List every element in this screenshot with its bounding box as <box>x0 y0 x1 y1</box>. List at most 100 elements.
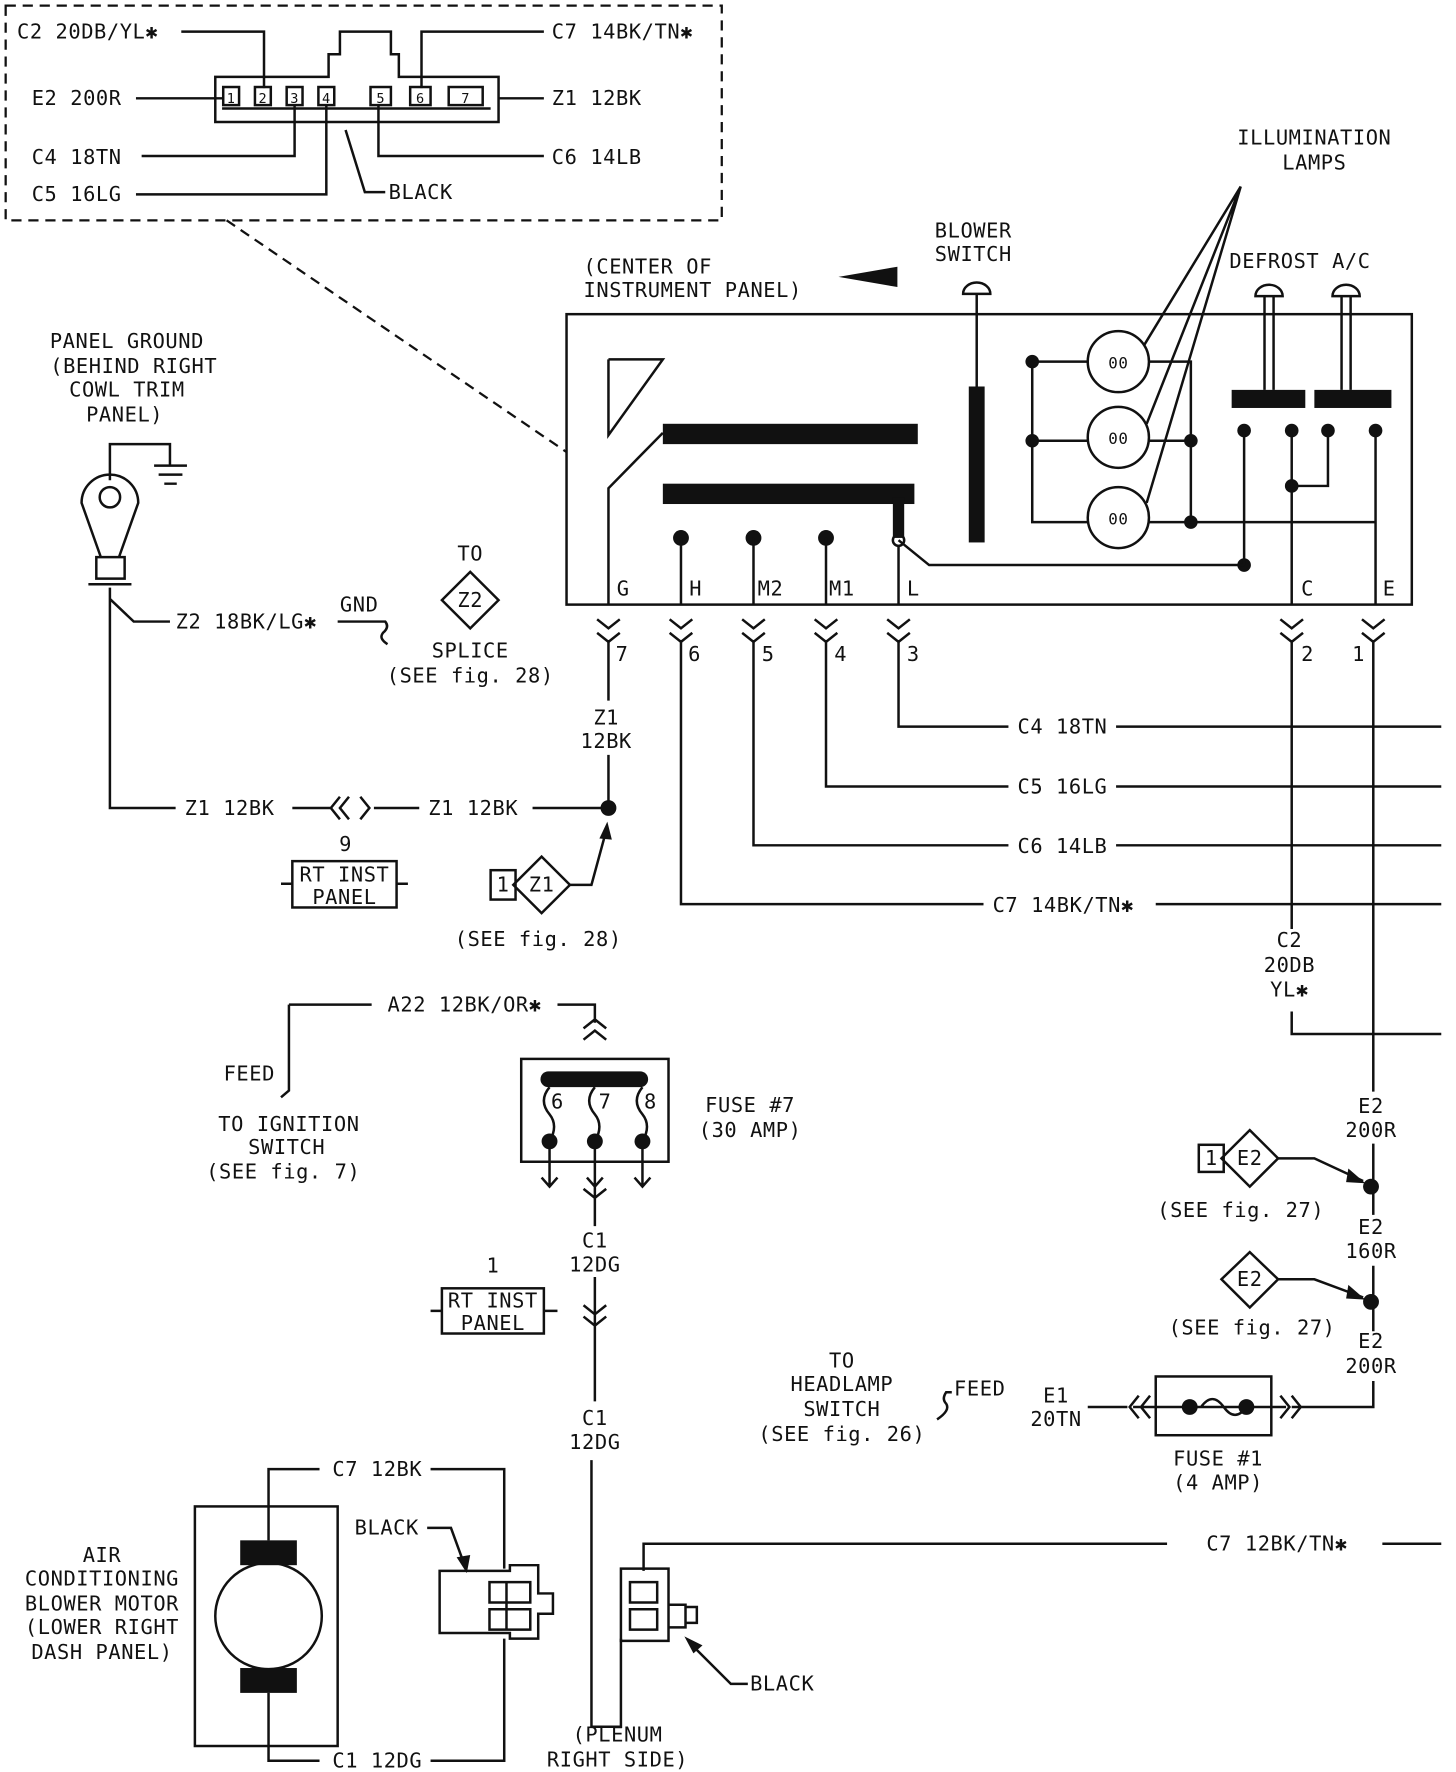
ignition-feed: FEED <box>224 1061 275 1085</box>
terminal-m1: M1 <box>829 577 855 601</box>
wire-a22: A22 12BK/OR✱ <box>388 992 542 1016</box>
motor-label: CONDITIONING <box>25 1567 179 1591</box>
lamp-filament: 00 <box>1108 429 1128 448</box>
connector-body <box>214 30 500 124</box>
z1-ref-num: 1 <box>497 873 510 897</box>
wire-c7: C7 14BK/TN✱ <box>993 893 1134 917</box>
panel-location-2: INSTRUMENT PANEL) <box>584 278 802 302</box>
plenum-label: (PLENUM <box>573 1723 663 1747</box>
ref-see: (SEE fig. 27) <box>1157 1198 1324 1222</box>
fuse-7: A22 12BK/OR✱ FEED TO IGNITION SWITCH (SE… <box>206 992 801 1453</box>
e2-reference-1: 1 E2 (SEE fig. 27) <box>1157 1128 1366 1222</box>
ac-bar <box>1314 389 1392 408</box>
wire-z2: Z2 18BK/LG✱ <box>176 609 317 633</box>
wire-e2-a-1: E2 <box>1358 1094 1384 1118</box>
blower-motor: AIR CONDITIONING BLOWER MOTOR (LOWER RIG… <box>25 1457 555 1772</box>
wire-c4: C4 18TN <box>1018 714 1108 738</box>
illumination-arrows <box>1143 185 1242 504</box>
inset-leader <box>225 219 568 453</box>
splice-dot <box>1363 1178 1379 1195</box>
splice-see: (SEE fig. 28) <box>387 664 554 688</box>
ignition-label: (SEE fig. 7) <box>206 1160 360 1184</box>
illumination-lamps: 00 00 00 <box>1086 329 1151 550</box>
wire-e1-2: 20TN <box>1030 1407 1081 1431</box>
ground-eyelet-icon <box>80 473 140 580</box>
headlamp-feed: FEED <box>954 1377 1005 1401</box>
z1-ref-id: Z1 <box>529 873 555 897</box>
cavity-7: 7 <box>616 642 629 666</box>
inset-wire-z1: Z1 12BK <box>552 86 642 110</box>
illumination-label-2: LAMPS <box>1282 151 1346 175</box>
ground-label: PANEL GROUND <box>50 329 204 353</box>
ref-id: E2 <box>1237 1267 1263 1291</box>
wire-c7-bottom: C7 12BK/TN✱ <box>1206 1532 1347 1556</box>
headlamp-label: (SEE fig. 26) <box>758 1422 925 1446</box>
defrost-bar <box>1231 389 1306 408</box>
lamp-filament: 00 <box>1108 509 1128 528</box>
cavity-connectors: 7 6 5 4 3 2 1 <box>596 618 1386 666</box>
terminal-g: G <box>617 577 630 601</box>
inset-wire-c2: C2 20DB/YL✱ <box>17 19 158 43</box>
wire-e2-b-1: E2 <box>1358 1215 1384 1239</box>
defrost-ac-label: DEFROST A/C <box>1229 249 1370 273</box>
wire-c1-a: C1 <box>582 1229 608 1253</box>
motor-label: DASH PANEL) <box>31 1640 172 1664</box>
terminal-h: H <box>689 577 702 601</box>
wire-c2-3: YL✱ <box>1270 978 1309 1002</box>
panel-location-1: (CENTER OF <box>584 255 712 279</box>
rt-inst-panel-label: RT INST <box>300 863 390 887</box>
blower-switch-panel: (CENTER OF INSTRUMENT PANEL) BLOWER SWIT… <box>565 126 1414 666</box>
terminal-c: C <box>1301 577 1314 601</box>
ground-label: PANEL) <box>86 403 163 427</box>
fuse7-cavity: 6 <box>551 1090 564 1114</box>
inset-border <box>4 4 723 222</box>
fuse1-rating: (4 AMP) <box>1173 1470 1263 1494</box>
plenum-label: RIGHT SIDE) <box>547 1747 688 1771</box>
rt-inst-panel-label: PANEL <box>312 885 376 909</box>
motor-label: (LOWER RIGHT <box>25 1615 179 1639</box>
ground-label: COWL TRIM <box>69 378 185 402</box>
inset-wire-c6: C6 14LB <box>552 145 642 169</box>
rt-inst-panel-1-num: 1 <box>486 1254 499 1278</box>
direction-arrow-icon <box>838 266 898 288</box>
fuse7-cavity: 8 <box>644 1090 657 1114</box>
terminal-e: E <box>1383 577 1396 601</box>
lamp-icon <box>1086 405 1151 470</box>
motor-connector-label: BLACK <box>355 1516 419 1540</box>
cavity-3: 3 <box>907 642 920 666</box>
wire-c1-motor: C1 12DG <box>332 1749 422 1772</box>
inset-wire-c7: C7 14BK/TN✱ <box>552 19 693 43</box>
wire-e1-1: E1 <box>1043 1383 1069 1407</box>
wire-c1-b: C1 <box>582 1406 608 1430</box>
panel-outline <box>565 312 1414 606</box>
pin-2: 2 <box>259 91 268 107</box>
illumination-label-1: ILLUMINATION <box>1237 126 1391 150</box>
e2-reference-2: E2 (SEE fig. 27) <box>1169 1250 1366 1340</box>
pin-6: 6 <box>416 91 425 107</box>
pin-5: 5 <box>376 91 385 107</box>
switch-contact-bar <box>662 423 918 445</box>
fuse-1: FUSE #1 (4 AMP) E1 20TN FEED TO HEADLAMP… <box>758 1348 1303 1494</box>
plenum-connector-label: BLACK <box>750 1672 814 1696</box>
splice-label: SPLICE <box>432 639 509 663</box>
ref-num: 1 <box>1205 1146 1218 1170</box>
inset-wire-c4: C4 18TN <box>32 145 122 169</box>
pin-3: 3 <box>290 91 299 107</box>
plenum-connector: C7 12BK/TN✱ BLACK (PLENUM RIGHT SIDE) <box>547 1460 1442 1771</box>
fuse1-label: FUSE #1 <box>1173 1447 1263 1471</box>
wire-c2-2: 20DB <box>1264 953 1315 977</box>
splice-to: TO <box>457 542 483 566</box>
blower-switch-label-1: BLOWER <box>935 218 1012 242</box>
z1-ref-see: (SEE fig. 28) <box>455 927 622 951</box>
pin-1: 1 <box>227 91 236 107</box>
headlamp-label: HEADLAMP <box>791 1372 894 1396</box>
fuse7-cavity: 7 <box>599 1090 612 1114</box>
wire-c6: C6 14LB <box>1018 834 1108 858</box>
wire-z1-left: Z1 12BK <box>185 796 275 820</box>
wire-e2-c-2: 200R <box>1345 1354 1397 1378</box>
cavity-1: 1 <box>1352 642 1365 666</box>
motor-label: AIR <box>83 1543 122 1567</box>
ground-label: (BEHIND RIGHT <box>50 354 217 378</box>
wire-c7-motor: C7 12BK <box>332 1457 422 1481</box>
